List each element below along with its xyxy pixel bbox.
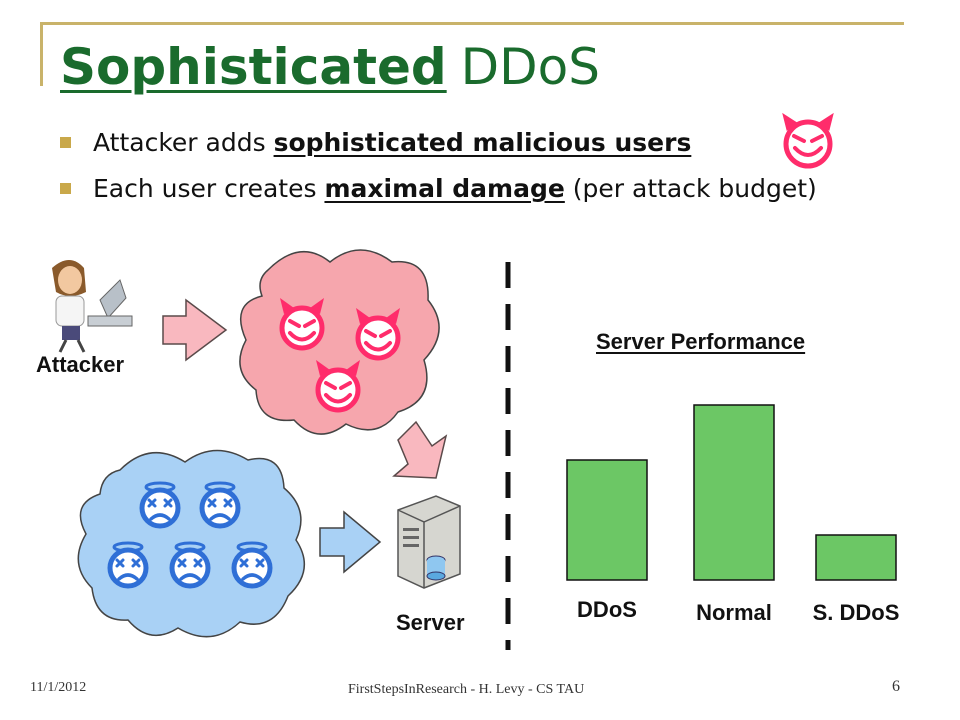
category-label: Normal (696, 600, 772, 625)
bullet-1: Attacker adds sophisticated malicious us… (60, 128, 691, 157)
server-performance-chart: DDoS Normal S. DDoS (566, 404, 900, 625)
dead-user-icon (142, 483, 178, 526)
chart-title: Server Performance (596, 329, 806, 354)
devil-smiley-icon (782, 112, 834, 169)
frame-left-line (40, 22, 43, 86)
frame-top-line (40, 22, 904, 25)
category-label: DDoS (577, 597, 637, 622)
attacker-label: Attacker (36, 352, 125, 377)
dead-user-icon (172, 543, 208, 586)
category-label: S. DDoS (813, 600, 900, 625)
bullet-1-pre: Attacker adds (93, 128, 274, 157)
title-emphasis: Sophisticated (60, 38, 447, 96)
bullet-marker (60, 137, 71, 148)
devil-user-icon (316, 360, 360, 410)
attack-diagram (52, 249, 511, 650)
bullet-1-emph: sophisticated malicious users (273, 128, 692, 157)
footer-date: 11/1/2012 (30, 680, 87, 695)
bullet-2-emph: maximal damage (324, 174, 565, 203)
bullet-2: Each user creates maximal damage (per at… (60, 174, 817, 203)
bullet-marker (60, 183, 71, 194)
bar-ddos (566, 459, 648, 581)
footer-title: FirstStepsInResearch - H. Levy - CS TAU (348, 682, 585, 697)
dead-user-icon (234, 543, 270, 586)
devil-user-icon (356, 308, 400, 358)
server-label: Server (396, 610, 465, 635)
devil-user-icon (280, 298, 324, 348)
bullet-2-post: (per attack budget) (564, 174, 817, 203)
arrow-users-to-server (319, 510, 382, 574)
title-rest: DDoS (460, 38, 601, 96)
arrow-cloud-to-server (392, 420, 448, 479)
dead-user-icon (202, 483, 238, 526)
attacker-at-computer-icon (52, 260, 133, 353)
arrow-attacker-to-cloud (162, 298, 228, 362)
malicious-users-cloud (239, 249, 440, 435)
bar-normal (693, 404, 775, 581)
bullet-2-pre: Each user creates (93, 174, 325, 203)
footer-page-number: 6 (892, 678, 900, 695)
server-icon (397, 495, 461, 589)
dead-user-icon (110, 543, 146, 586)
bar-s-ddos (815, 534, 897, 581)
